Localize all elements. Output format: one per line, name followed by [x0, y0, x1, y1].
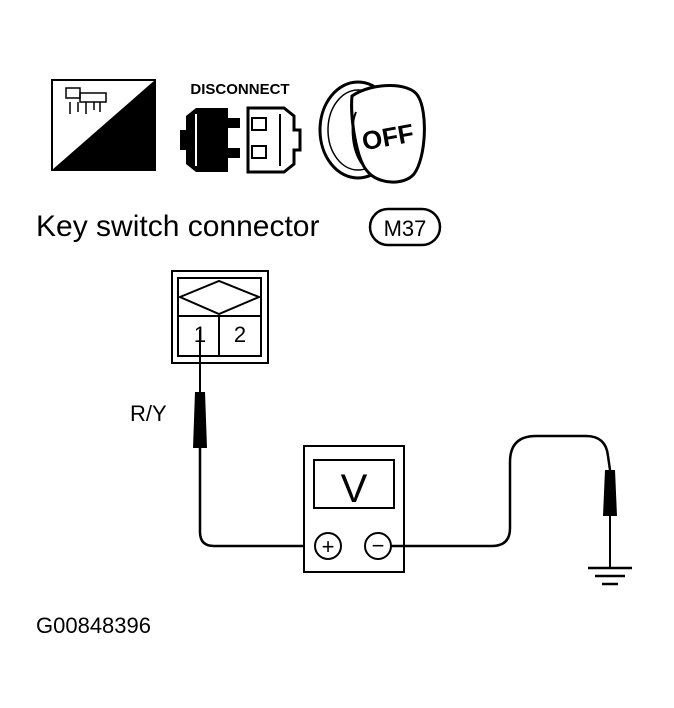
negative-probe	[603, 470, 617, 568]
harness-side-icon: H.S.	[51, 79, 156, 171]
positive-lead-wire	[198, 531, 314, 548]
connector-face: 1 2	[171, 270, 269, 364]
minus-symbol: −	[372, 533, 385, 558]
minus-terminal: −	[364, 532, 392, 560]
plus-symbol: +	[322, 534, 335, 559]
disconnect-icon: DISCONNECT	[180, 81, 302, 174]
disconnect-label: DISCONNECT	[190, 81, 289, 98]
pin-2-label: 2	[234, 322, 246, 347]
ignition-off-icon: OFF	[318, 80, 426, 184]
negative-lead-wire	[391, 434, 612, 548]
voltmeter: V + −	[303, 445, 405, 573]
ground-symbol	[588, 566, 632, 586]
hs-label: H.S.	[98, 143, 137, 165]
connector-code: M37	[384, 216, 427, 241]
connector-code-badge: M37	[368, 207, 442, 247]
voltmeter-display: V	[341, 467, 368, 511]
connector-title: Key switch connector	[36, 210, 319, 243]
positive-probe	[193, 330, 207, 532]
wire-color-label: R/Y	[130, 401, 167, 426]
figure-id: G00848396	[36, 613, 151, 638]
plus-terminal: +	[314, 532, 342, 560]
